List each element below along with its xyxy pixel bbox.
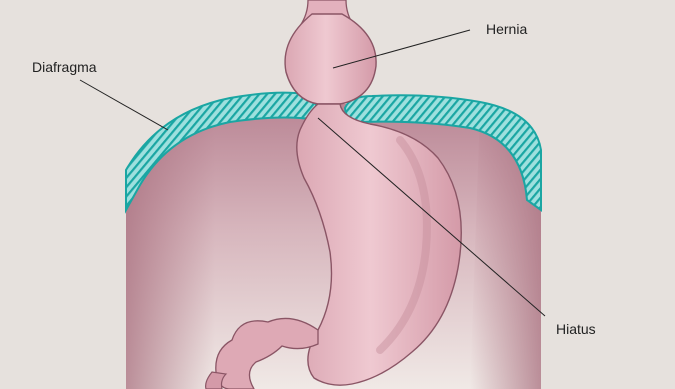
hernia-bulb [285, 14, 376, 104]
hernia-label: Hernia [486, 22, 527, 36]
hiatus-label: Hiatus [556, 322, 596, 336]
diafragma-label: Diafragma [32, 60, 97, 74]
diafragma-leader-line [80, 80, 168, 130]
